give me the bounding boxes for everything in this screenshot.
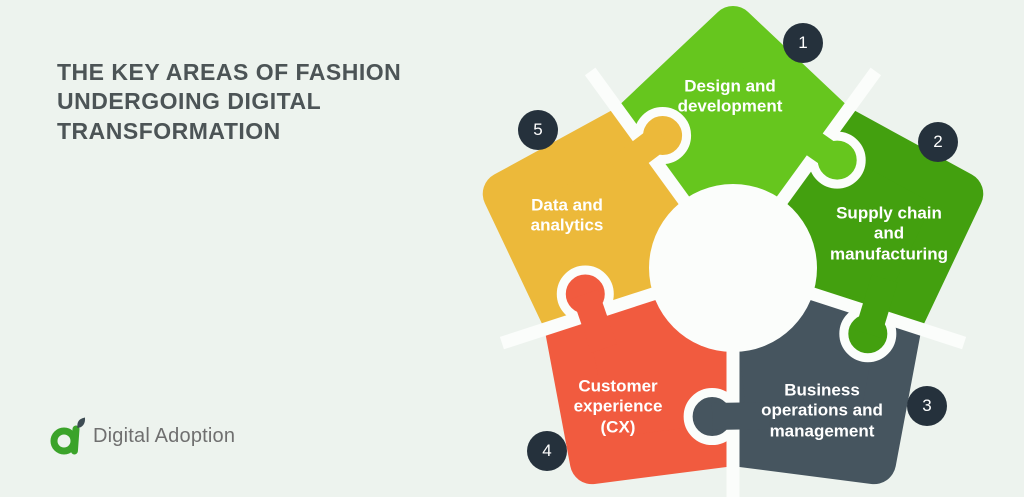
page-title: THE KEY AREAS OF FASHION UNDERGOING DIGI… — [57, 59, 402, 144]
digital-adoption-logo-icon — [50, 417, 86, 455]
step-badge-1: 1 — [783, 23, 823, 63]
step-badge-5: 5 — [518, 110, 558, 150]
piece-label-customer-experience: Customer experience (CX) — [573, 376, 663, 437]
step-badge-2: 2 — [918, 122, 958, 162]
logo-wordmark: Digital Adoption — [93, 424, 236, 447]
piece-label-data-analytics: Data and analytics — [530, 195, 604, 235]
piece-label-design-development: Design and development — [677, 76, 783, 116]
brand-logo: Digital Adoption — [50, 414, 235, 458]
piece-label-supply-chain: Supply chain and manufacturing — [829, 203, 949, 264]
step-badge-4: 4 — [527, 431, 567, 471]
step-badge-3: 3 — [907, 386, 947, 426]
center-circle — [649, 184, 817, 352]
piece-label-business-operations: Business operations and management — [761, 380, 883, 441]
